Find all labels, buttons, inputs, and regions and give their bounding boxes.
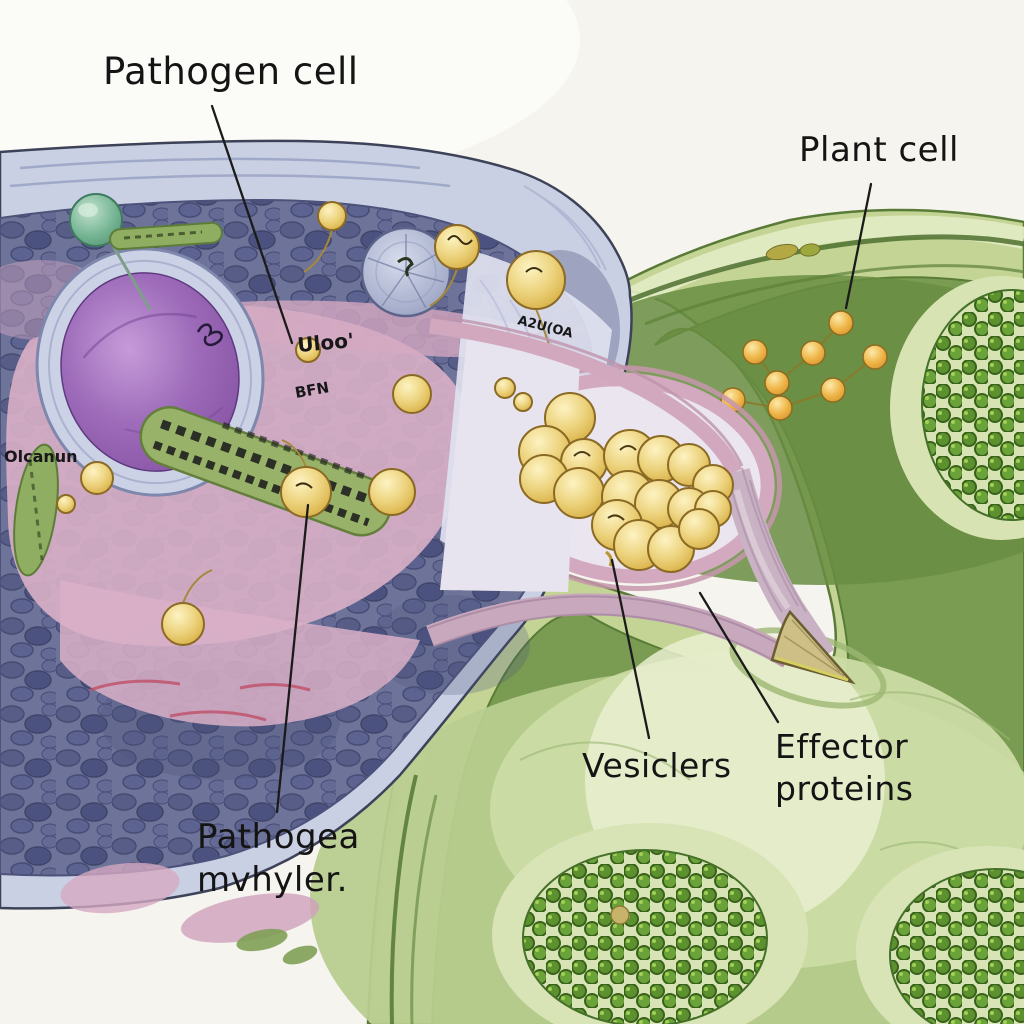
leader-lines (210, 104, 873, 814)
haustorium-channel (426, 314, 887, 709)
chloroplast-cluster (890, 276, 1024, 540)
chloroplast-cluster (856, 846, 1024, 1024)
channel-band-line (431, 314, 744, 467)
pathogen-wall-fibres (523, 185, 607, 271)
wall-stripe-1 (629, 234, 1024, 303)
plant-wall-highlight (619, 215, 1024, 312)
scrawl-text: Olcanun (4, 447, 78, 466)
scrawl-text: BFN (294, 378, 331, 402)
leader-line-pathogen-cell (210, 104, 294, 345)
round-organelle (360, 226, 452, 318)
channel-band-lines (427, 595, 791, 667)
haustorium-tip (770, 609, 856, 685)
wall-organelle-bit (799, 243, 821, 257)
tip-edge-line (775, 656, 849, 682)
teal-organelle (69, 193, 152, 311)
wall-stripe-3 (389, 774, 418, 1024)
leader-line-vesicles (610, 558, 651, 740)
pathogen-cell-label: Pathogen cell (103, 50, 359, 93)
plant-cell-label: Plant cell (799, 130, 959, 170)
wall-stripe-2 (644, 264, 1024, 326)
pathogen-garbled-label-line1: Pathogea (197, 817, 360, 857)
leader-line-effector-proteins (698, 591, 780, 724)
scrawl-text: Uloo' (296, 328, 355, 357)
effector-proteins-label-line2: proteins (775, 769, 914, 809)
neck-highlight (734, 489, 791, 610)
pathogen-garbled-label-line2: mvhyler. (197, 859, 348, 900)
nucleus-scrawl (196, 323, 223, 347)
effector-proteins-label-line1: Effector (775, 727, 909, 766)
pathogen-garbled-label: Pathogea mvhyler. (197, 816, 360, 902)
effector-proteins-label: Effector proteins (775, 726, 914, 810)
pathogen-vesicles (56, 201, 566, 646)
bulb-opening (440, 330, 580, 592)
chloroplast-cluster (492, 823, 808, 1024)
channel-under-band (426, 593, 794, 668)
wall-stripe-4 (410, 794, 438, 1024)
leader-line-pathogen-garbled (275, 503, 310, 814)
leader-line-plant-cell (844, 182, 873, 310)
vesicles-label: Vesiclers (582, 746, 732, 785)
channel-top-band (429, 318, 742, 476)
pathogen-cell-illustration: Uloo' BFN Olcanun A2U(OA (0, 139, 633, 965)
vesicle-cluster (494, 377, 734, 573)
wall-organelle-bit (765, 243, 799, 261)
tip-striations (783, 619, 845, 677)
effector-protein-dots (703, 310, 888, 453)
